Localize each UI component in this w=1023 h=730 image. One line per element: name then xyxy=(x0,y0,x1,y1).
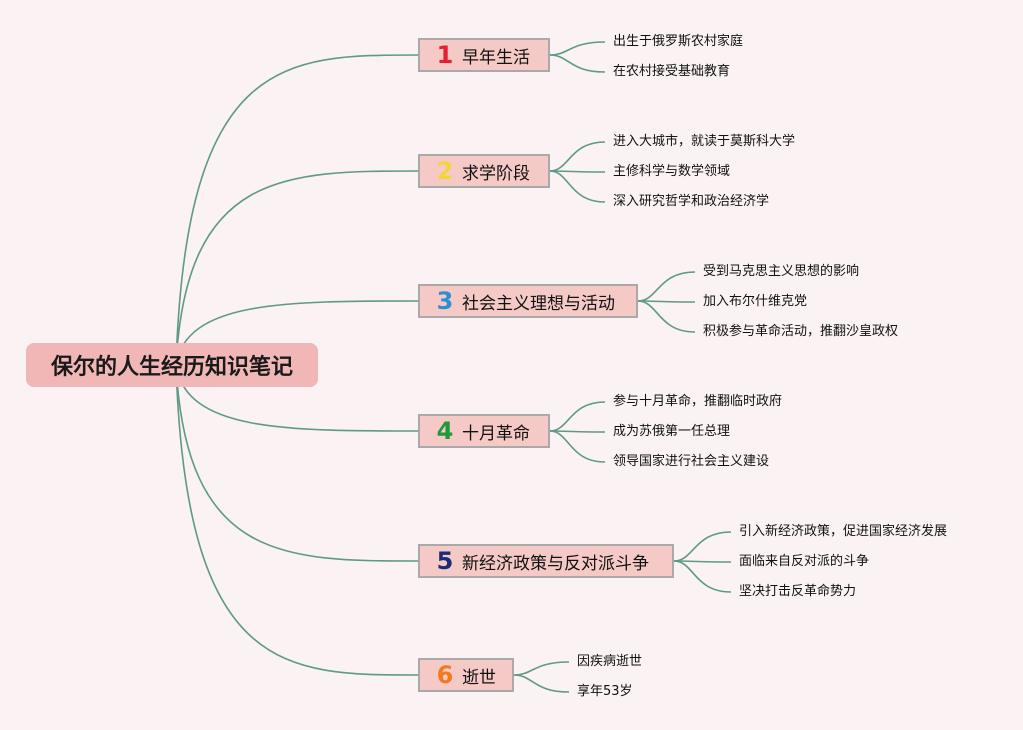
topic-title: 十月革命 xyxy=(462,423,530,444)
number-4-icon: 4 xyxy=(436,417,454,445)
root-link xyxy=(175,364,419,676)
subtopic-link xyxy=(637,271,696,302)
subtopic-link xyxy=(549,41,606,56)
subtopic-link xyxy=(549,141,606,172)
subtopic-link xyxy=(637,300,696,303)
subtopic[interactable]: 成为苏俄第一任总理 xyxy=(613,424,731,439)
root-link xyxy=(175,364,419,432)
topic-socialist-ideals[interactable]: 3 社会主义理想与活动 xyxy=(418,284,638,318)
subtopic[interactable]: 积极参与革命活动，推翻沙皇政权 xyxy=(703,324,899,339)
subtopic[interactable]: 面临来自反对派的斗争 xyxy=(739,554,870,569)
topic-early-life[interactable]: 1 早年生活 xyxy=(418,38,550,72)
subtopic-link xyxy=(513,674,570,693)
subtopic-link xyxy=(549,401,606,432)
subtopic-link xyxy=(673,560,732,593)
subtopic[interactable]: 进入大城市，就读于莫斯科大学 xyxy=(613,134,796,149)
subtopic-link xyxy=(549,170,606,203)
subtopic[interactable]: 主修科学与数学领域 xyxy=(613,164,731,179)
topic-title: 求学阶段 xyxy=(462,163,530,184)
root-topic-title: 保尔的人生经历知识笔记 xyxy=(50,355,293,380)
number-1-icon: 1 xyxy=(436,41,454,69)
subtopic[interactable]: 因疾病逝世 xyxy=(577,654,643,669)
subtopic-link xyxy=(513,661,570,676)
root-link xyxy=(175,364,419,562)
subtopic[interactable]: 领导国家进行社会主义建设 xyxy=(613,454,770,469)
subtopic-link xyxy=(549,54,606,73)
subtopic-link xyxy=(673,531,732,562)
number-5-icon: 5 xyxy=(436,547,454,575)
subtopic-link xyxy=(637,300,696,333)
number-6-icon: 6 xyxy=(436,661,454,689)
subtopic[interactable]: 在农村接受基础教育 xyxy=(613,64,731,79)
subtopic[interactable]: 享年53岁 xyxy=(577,684,633,699)
subtopic-link xyxy=(549,170,606,173)
subtopic[interactable]: 深入研究哲学和政治经济学 xyxy=(613,194,770,209)
subtopic-link xyxy=(673,560,732,563)
number-3-icon: 3 xyxy=(436,287,454,315)
subtopic[interactable]: 出生于俄罗斯农村家庭 xyxy=(613,34,744,49)
subtopic-link xyxy=(549,430,606,463)
number-2-icon: 2 xyxy=(436,157,454,185)
topic-october-revolution[interactable]: 4 十月革命 xyxy=(418,414,550,448)
subtopic[interactable]: 参与十月革命，推翻临时政府 xyxy=(613,394,783,409)
topic-title: 早年生活 xyxy=(462,47,530,68)
topic-title: 新经济政策与反对派斗争 xyxy=(462,553,649,574)
root-topic[interactable]: 保尔的人生经历知识笔记 xyxy=(26,343,318,387)
subtopic[interactable]: 引入新经济政策，促进国家经济发展 xyxy=(739,524,948,539)
subtopic[interactable]: 受到马克思主义思想的影响 xyxy=(703,264,860,279)
topic-title: 逝世 xyxy=(462,667,496,688)
root-link xyxy=(175,170,419,366)
topic-education[interactable]: 2 求学阶段 xyxy=(418,154,550,188)
topic-new-economic-policy[interactable]: 5 新经济政策与反对派斗争 xyxy=(418,544,674,578)
topic-death[interactable]: 6 逝世 xyxy=(418,658,514,692)
subtopic[interactable]: 坚决打击反革命势力 xyxy=(739,584,857,599)
subtopic-link xyxy=(549,430,606,433)
subtopic[interactable]: 加入布尔什维克党 xyxy=(703,294,808,309)
root-link xyxy=(175,54,419,366)
topic-title: 社会主义理想与活动 xyxy=(462,293,615,314)
